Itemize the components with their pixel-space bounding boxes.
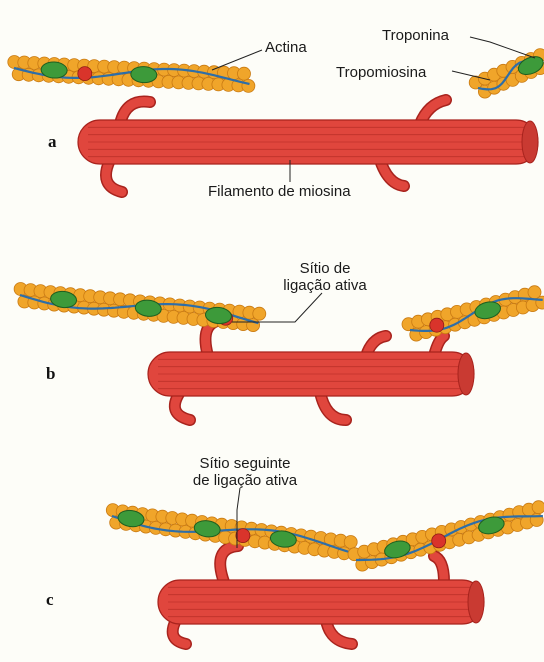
actin-filament-a-left bbox=[8, 56, 255, 93]
myosin-rod-end bbox=[458, 353, 474, 395]
active-binding-site bbox=[236, 529, 250, 543]
active-site-label-b: Sítio de ligação ativa bbox=[270, 260, 380, 294]
active-site-label-b-line2: ligação ativa bbox=[270, 277, 380, 294]
panel-a-letter: a bbox=[48, 132, 57, 152]
troponin-label: Troponina bbox=[382, 27, 449, 44]
actin-label: Actina bbox=[265, 39, 307, 56]
actin-filament-b-right bbox=[402, 286, 544, 341]
active-site-label-b-line1: Sítio de bbox=[270, 260, 380, 277]
myosin-filament-label: Filamento de miosina bbox=[208, 183, 351, 200]
myosin-rod-end bbox=[522, 121, 538, 163]
panel-b-letter: b bbox=[46, 364, 55, 384]
active-binding-site bbox=[432, 534, 446, 548]
myosin-rod-end bbox=[468, 581, 484, 623]
actin-monomer bbox=[242, 79, 255, 92]
actin-monomer bbox=[253, 307, 266, 320]
myosin-filament-c bbox=[158, 546, 484, 644]
active-binding-site bbox=[78, 67, 92, 81]
next-active-site-label-c: Sítio seguinte de ligação ativa bbox=[180, 455, 310, 489]
actin-monomer bbox=[238, 67, 251, 80]
actin-monomer bbox=[532, 501, 544, 514]
actin-filament-a-right bbox=[469, 49, 544, 99]
active-binding-site bbox=[430, 318, 444, 332]
tropomyosin-label: Tropomiosina bbox=[336, 64, 426, 81]
troponin-leader bbox=[470, 37, 535, 58]
next-active-site-label-c-line2: de ligação ativa bbox=[180, 472, 310, 489]
next-active-site-label-c-line1: Sítio seguinte bbox=[180, 455, 310, 472]
actin-monomer bbox=[344, 536, 357, 549]
myosin-filament-a bbox=[78, 100, 538, 192]
actin-filament-b-left bbox=[14, 283, 266, 332]
panel-c-letter: c bbox=[46, 590, 54, 610]
